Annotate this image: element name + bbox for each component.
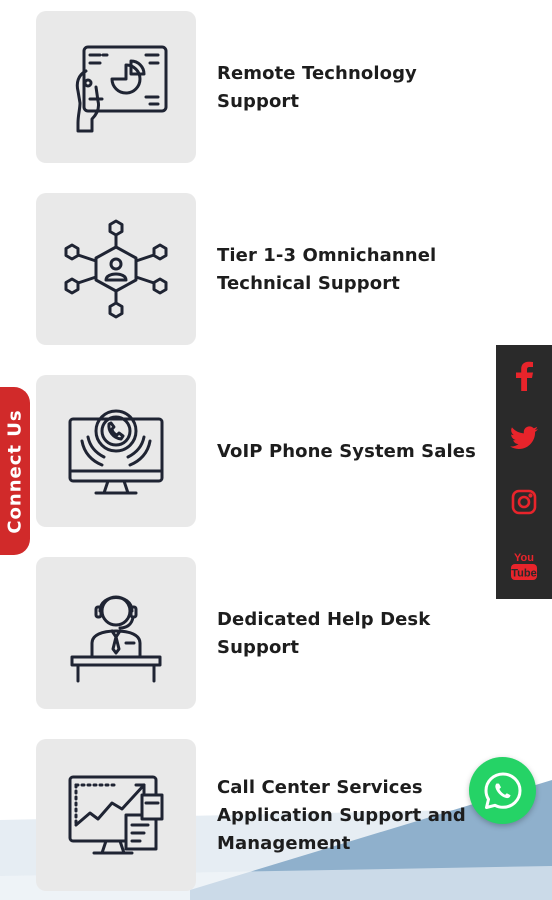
whatsapp-icon xyxy=(484,772,521,809)
social-sidebar: You Tube xyxy=(496,345,552,599)
whatsapp-button[interactable] xyxy=(469,757,536,824)
twitter-icon xyxy=(510,426,538,449)
service-card xyxy=(36,557,196,709)
youtube-text-bottom: Tube xyxy=(511,568,536,580)
monitor-growth-icon xyxy=(68,775,164,855)
connect-us-tab[interactable]: Connect Us xyxy=(0,387,30,555)
helpdesk-agent-icon xyxy=(70,595,162,683)
youtube-icon: You Tube xyxy=(511,552,537,580)
youtube-link[interactable]: You Tube xyxy=(496,535,552,597)
service-voip-phone-system-sales[interactable]: VoIP Phone System Sales xyxy=(36,375,516,529)
instagram-link[interactable] xyxy=(496,471,552,533)
service-title: Tier 1-3 Omnichannel Technical Support xyxy=(217,245,437,294)
service-card xyxy=(36,193,196,345)
service-title: Remote Technology Support xyxy=(217,63,417,112)
facebook-icon xyxy=(516,361,533,391)
service-card xyxy=(36,739,196,891)
youtube-text-top: You xyxy=(514,552,534,564)
service-remote-technology-support[interactable]: Remote Technology Support xyxy=(36,11,516,165)
twitter-link[interactable] xyxy=(496,407,552,469)
network-hexagon-icon xyxy=(64,219,168,319)
tablet-chart-icon xyxy=(75,45,168,133)
facebook-link[interactable] xyxy=(496,345,552,407)
service-title: Call Center Services Application Support… xyxy=(217,777,466,854)
instagram-icon xyxy=(511,489,537,515)
service-title: VoIP Phone System Sales xyxy=(217,441,476,462)
service-call-center-application-support[interactable]: Call Center Services Application Support… xyxy=(36,739,516,893)
service-omnichannel-technical-support[interactable]: Tier 1-3 Omnichannel Technical Support xyxy=(36,193,516,347)
service-card xyxy=(36,11,196,163)
service-title: Dedicated Help Desk Support xyxy=(217,609,431,658)
service-card xyxy=(36,375,196,527)
service-dedicated-help-desk-support[interactable]: Dedicated Help Desk Support xyxy=(36,557,516,711)
monitor-phone-icon xyxy=(68,409,164,495)
connect-us-label: Connect Us xyxy=(4,408,26,534)
